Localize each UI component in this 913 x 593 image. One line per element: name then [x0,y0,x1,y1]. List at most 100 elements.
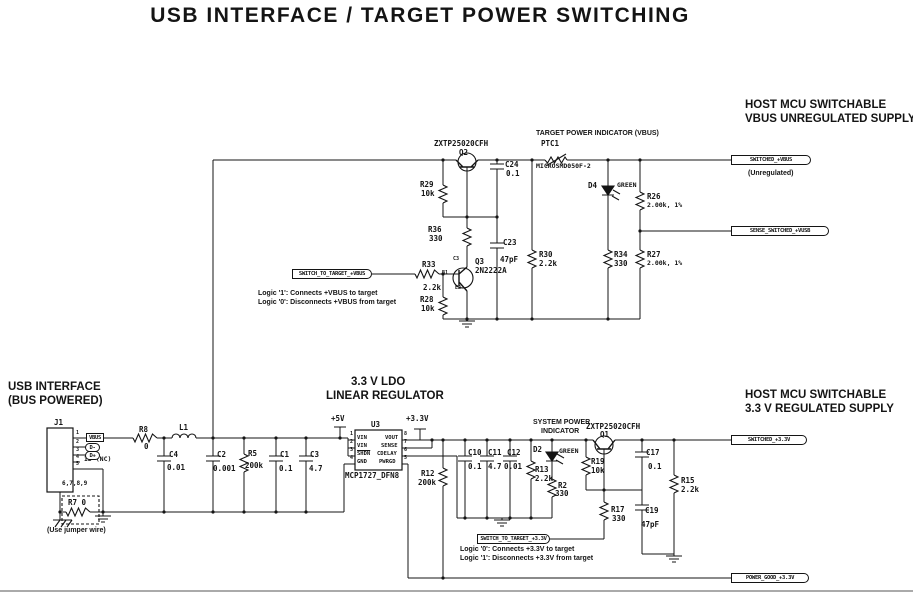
ref-r28: R28 [420,295,434,304]
val-c11: 4.7 [488,462,502,471]
ref-r36: R36 [428,225,442,234]
ref-c19: C19 [645,506,659,515]
transistor-q3-symbol [452,266,474,292]
ref-j1: J1 [54,418,64,427]
pin-u3-gnd: GND [357,459,367,465]
ref-c2: C2 [217,450,227,459]
label-j1-shell-pins: 6,7,8,9 [62,480,88,487]
pin-j1-4: 4 [76,454,80,460]
pin-j1-5: 5 [76,461,80,467]
ref-q2-part: ZXTP25020CFH [434,139,489,148]
val-r28: 10k [421,304,435,313]
ref-c12: C12 [507,448,521,457]
val-c4: 0.01 [167,463,186,472]
note-target-power-indicator: TARGET POWER INDICATOR (VBUS) [536,130,659,137]
ref-q1: Q1 [600,430,610,439]
pin-u3-shdn: SHDN [357,451,371,457]
pin-u3-pwrgd: PWRGD [379,459,396,465]
transistor-q2-symbol [455,152,479,172]
wires-upper-circuit [213,159,731,321]
pin-u3-sense: SENSE [381,443,398,449]
power-flag-33v: +3.3V [406,414,429,423]
wires-lower-circuit [59,160,731,579]
pin-u3-vin2: VIN [357,443,367,449]
net-flag-sense-switched-vusb: SENSE_SWITCHED_+VUSB [731,226,829,236]
ref-c11: C11 [488,448,502,457]
val-r17: 330 [612,514,626,523]
ref-r17: R17 [611,505,625,514]
ref-q2: Q2 [459,148,469,157]
note-logic-vbus-line1: Logic '1': Connects +VBUS to target [258,290,378,297]
ref-r34: R34 [614,250,628,259]
ref-r7: R7 0 [68,498,87,507]
val-r15: 2.2k [681,485,700,494]
val-c24: 0.1 [506,169,520,178]
ic-u3-body [354,429,403,471]
val-r33: 2.2k [423,283,442,292]
val-q3: 2N2222A [475,266,507,275]
ref-r13: R13 [535,465,549,474]
inductor-l1-symbol [171,433,197,439]
ref-r2: R2 [558,481,568,490]
connector-j1-body [46,427,74,493]
ref-u3: U3 [371,420,381,429]
ref-c10: C10 [468,448,482,457]
pinnum-u3-6: 6 [404,447,408,453]
resistor-symbols [65,184,680,521]
wire-layer [0,159,913,592]
pin-q3-emitter: E2 [455,285,462,291]
val-r8: 0 [144,442,149,451]
val-c23: 47pF [500,255,519,264]
ref-d4: D4 [588,181,598,190]
heading-ldo-line2: LINEAR REGULATOR [326,390,444,402]
net-flag-switched-33v: SWITCHED_+3.3V [731,435,807,445]
ref-q3: Q3 [475,257,485,266]
note-logic-33v-line1: Logic '0': Connects +3.3V to target [460,546,575,553]
net-flag-switched-vbus: SWITCHED_+VBUS [731,155,811,165]
junction-dots [58,158,676,580]
ref-q1-part: ZXTP25020CFH [586,422,641,431]
net-flag-vbus: VBUS [86,433,104,442]
note-system-power-line1: SYSTEM POWER [533,419,591,426]
val-r27: 2.00k, 1% [647,259,683,267]
net-flag-switch-to-target-33v: SWITCH_TO_TARGET_+3.3V [477,534,550,544]
ref-c17: C17 [646,448,660,457]
pinnum-u3-2: 2 [350,439,354,445]
net-flag-switch-to-target-vbus: SWITCH_TO_TARGET_+VBUS [292,269,372,279]
pin-u3-vout: VOUT [385,435,399,441]
val-r5: 200k [245,461,264,470]
jumper-r7-dashed-box [61,495,100,525]
val-r13: 2.2k [535,474,554,483]
led-d2-symbol [544,451,565,465]
pinnum-u3-8: 8 [404,431,408,437]
pin-j1-2: 2 [76,439,80,445]
fuse-ptc1-symbol [544,153,568,167]
val-ptc1: MICROSMD050F-2 [536,162,591,170]
ref-l1: L1 [179,423,189,432]
note-logic-vbus-line2: Logic '0': Disconnects +VBUS from target [258,299,397,306]
heading-vbus-supply-line1: HOST MCU SWITCHABLE [745,99,887,111]
val-d2: GREEN [559,447,579,455]
ref-r33: R33 [422,260,436,269]
val-c3: 4.7 [309,464,323,473]
val-r29: 10k [421,189,435,198]
val-r26: 2.00k, 1% [647,201,683,209]
val-r12: 200k [418,478,437,487]
val-d4: GREEN [617,181,637,189]
pinnum-u3-7: 7 [404,439,408,445]
pin-j1-1: 1 [76,430,80,436]
val-c10: 0.1 [468,462,482,471]
ref-c1: C1 [280,450,290,459]
val-r19: 10k [591,466,605,475]
ref-c3: C3 [310,450,320,459]
val-r30: 2.2k [539,259,558,268]
note-jumper-wire: (Use jumper wire) [47,527,106,534]
ref-d2: D2 [533,445,543,454]
val-r2: 330 [555,489,569,498]
ref-c23: C23 [503,238,517,247]
page-title: USB INTERFACE / TARGET POWER SWITCHING [150,4,690,27]
pinnum-u3-4: 4 [350,455,354,461]
val-r36: 330 [429,234,443,243]
pinnum-u3-3: 3 [350,447,354,453]
